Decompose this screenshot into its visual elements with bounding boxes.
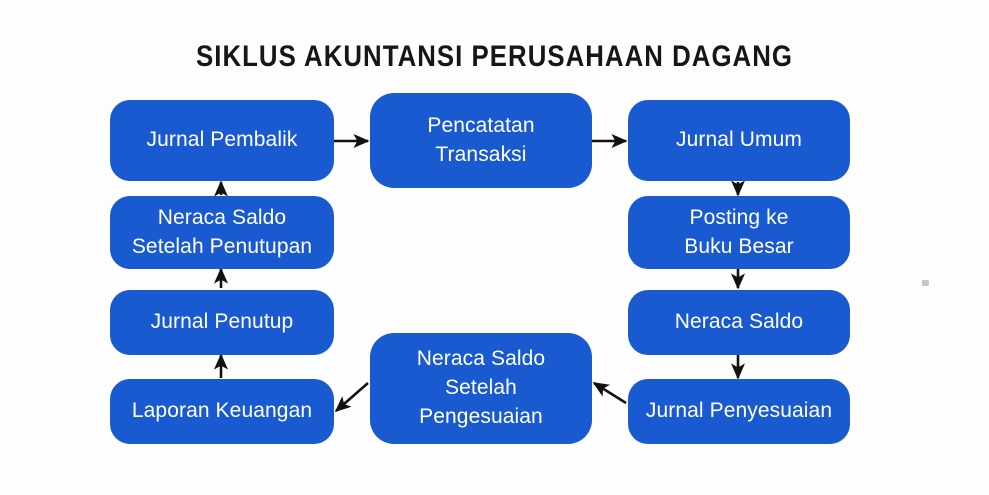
node-neraca-saldo-setelah-pengesuaian[interactable]: Neraca Saldo Setelah Pengesuaian [370,333,592,444]
arrow-jurnal-penyesuaian-to-neraca-saldo-setelah-pengesuaian [592,381,627,405]
node-neraca-saldo-setelah-penutupan[interactable]: Neraca Saldo Setelah Penutupan [110,196,334,269]
node-posting-ke-buku-besar[interactable]: Posting ke Buku Besar [628,196,850,269]
node-pencatatan-transaksi[interactable]: Pencatatan Transaksi [370,93,592,188]
image-artifact-speck [922,280,929,286]
node-jurnal-umum[interactable]: Jurnal Umum [628,100,850,181]
node-laporan-keuangan[interactable]: Laporan Keuangan [110,379,334,444]
node-jurnal-pembalik[interactable]: Jurnal Pembalik [110,100,334,181]
node-neraca-saldo[interactable]: Neraca Saldo [628,290,850,355]
node-jurnal-penyesuaian[interactable]: Jurnal Penyesuaian [628,379,850,444]
page-title: SIKLUS AKUNTANSI PERUSAHAAN DAGANG [196,40,793,73]
node-jurnal-penutup[interactable]: Jurnal Penutup [110,290,334,355]
arrow-neraca-saldo-setelah-pengesuaian-to-laporan-keuangan [334,382,369,413]
